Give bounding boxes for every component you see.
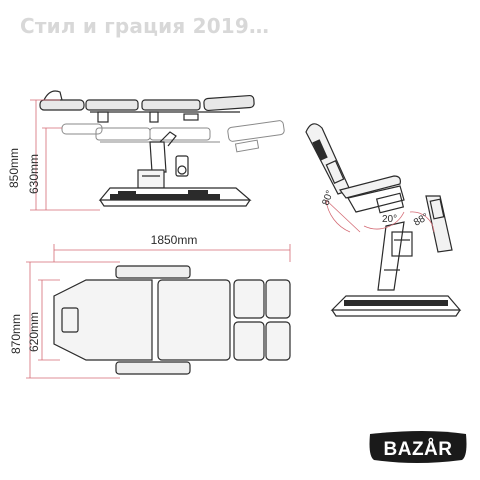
top-head-cutout [61, 307, 79, 333]
height-max-label: 850mm [7, 148, 21, 188]
svg-text:BAZÅR: BAZÅR [384, 439, 453, 460]
bazar-logo: BAZÅR [369, 431, 467, 463]
side-view [39, 90, 285, 207]
watermark-text: Стил и грация 2019… [20, 14, 270, 38]
top-backrest [53, 279, 153, 361]
backrest-angle-label: 80° [320, 189, 336, 207]
top-leg-upper-left [233, 279, 265, 319]
top-leg-upper-right [265, 279, 291, 319]
side-view-lowered-position [61, 120, 285, 153]
profile-view [305, 123, 462, 317]
width-max-label: 870mm [9, 314, 23, 354]
top-armrest-lower [115, 361, 191, 375]
width-min-label: 620mm [27, 312, 41, 352]
profile-view-column [377, 221, 413, 291]
profile-view-seat [338, 175, 405, 214]
length-label: 1850mm [151, 233, 198, 247]
height-dimension-lines [30, 99, 100, 211]
height-min-label: 630mm [27, 154, 41, 194]
seat-angle-label: 20° [382, 214, 397, 225]
angle-arcs [325, 199, 435, 233]
profile-view-legrest [425, 195, 453, 253]
profile-view-base [330, 295, 462, 317]
side-view-raised-position [39, 90, 255, 123]
side-view-base [98, 187, 252, 207]
leg-angle-label: 88° [412, 212, 431, 229]
top-leg-lower-left [233, 321, 265, 361]
top-armrest-upper [115, 265, 191, 279]
top-view [53, 265, 291, 375]
top-view-dimension-lines [26, 244, 291, 379]
top-leg-lower-right [265, 321, 291, 361]
profile-view-backrest [305, 123, 351, 195]
top-seat [157, 279, 231, 361]
